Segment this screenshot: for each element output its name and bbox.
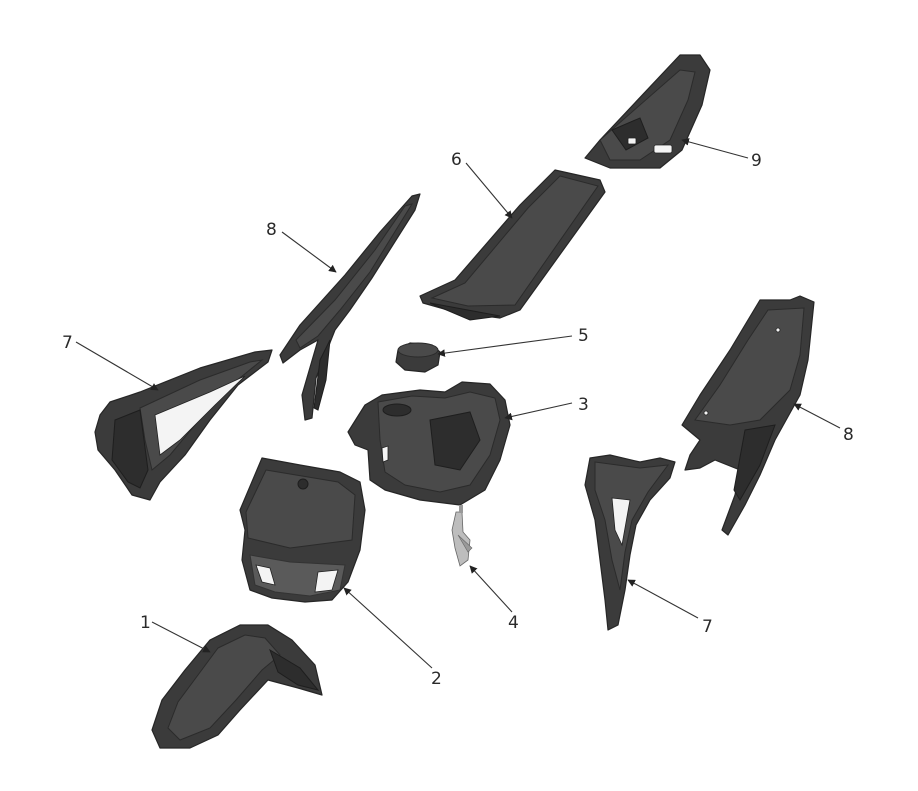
left-radiator-shroud-part bbox=[94, 349, 273, 501]
callout-8-right: 8 bbox=[843, 425, 854, 445]
callout-7-right: 7 bbox=[702, 617, 713, 637]
callout-5: 5 bbox=[578, 326, 589, 346]
number-plate-part bbox=[239, 457, 366, 603]
fuel-tank-part bbox=[347, 381, 511, 506]
callout-4: 4 bbox=[508, 613, 519, 633]
right-side-panel-part bbox=[681, 295, 815, 536]
leader-7b bbox=[627, 579, 699, 619]
rear-fender-part bbox=[584, 54, 711, 169]
fuel-valve-part bbox=[451, 505, 473, 567]
callout-2: 2 bbox=[431, 669, 442, 689]
callout-3: 3 bbox=[578, 395, 589, 415]
fuel-cap-part bbox=[395, 342, 441, 373]
callout-labels: 1 2 3 4 5 6 7 7 8 8 9 bbox=[62, 150, 854, 689]
leader-9 bbox=[681, 138, 749, 159]
left-side-panel-part bbox=[279, 193, 421, 421]
front-fender-part bbox=[151, 624, 323, 749]
callout-1: 1 bbox=[140, 613, 151, 633]
seat-part bbox=[419, 169, 606, 321]
leader-4 bbox=[469, 565, 513, 613]
leader-5 bbox=[437, 335, 573, 357]
leader-lines bbox=[75, 138, 841, 669]
leader-2 bbox=[343, 587, 433, 669]
leader-1 bbox=[151, 621, 211, 653]
callout-9: 9 bbox=[751, 151, 762, 171]
callout-7-left: 7 bbox=[62, 333, 73, 353]
leader-7a bbox=[75, 341, 159, 391]
leader-8b bbox=[793, 403, 841, 429]
leader-8a bbox=[281, 231, 337, 273]
callout-8-left: 8 bbox=[266, 220, 277, 240]
leader-3 bbox=[504, 402, 573, 421]
leader-6 bbox=[465, 162, 513, 219]
right-radiator-shroud-part bbox=[584, 454, 676, 631]
callout-6: 6 bbox=[451, 150, 462, 170]
